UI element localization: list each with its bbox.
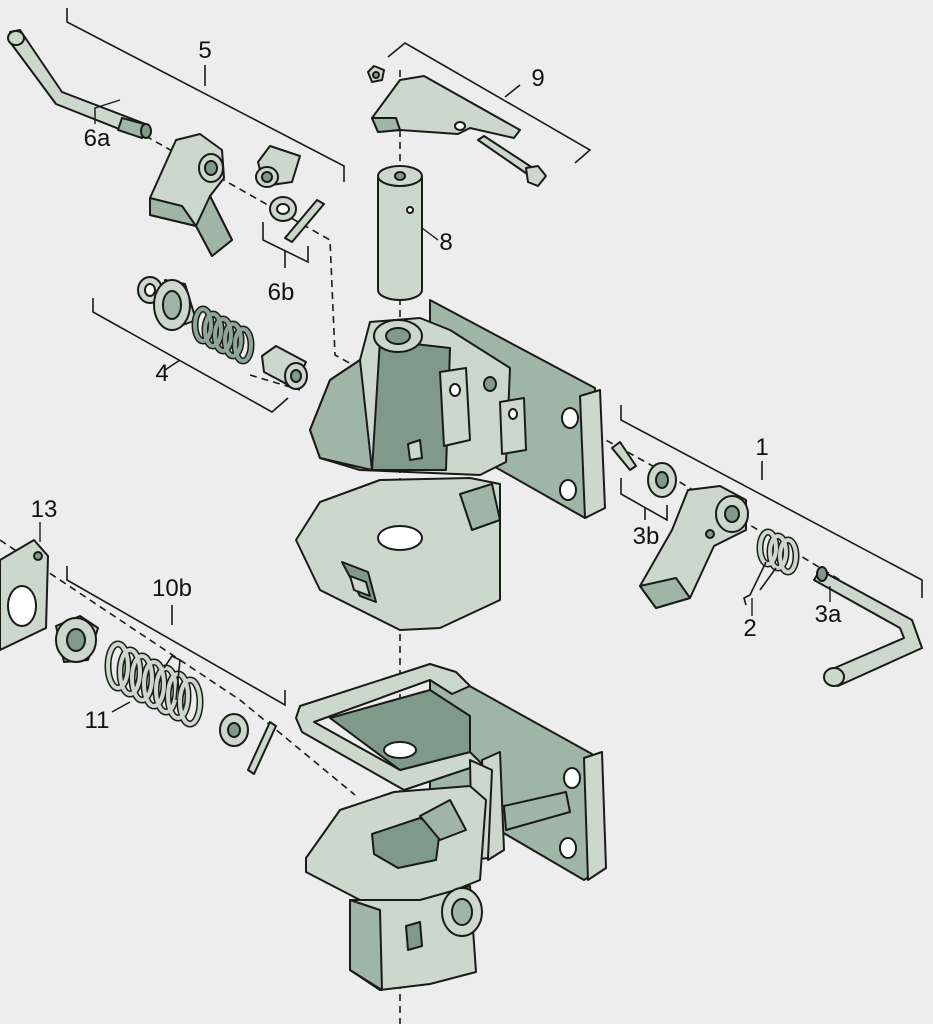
part-6a-rod <box>7 29 152 139</box>
upper-coupling-housing <box>295 299 606 631</box>
part-13-plate <box>0 539 49 651</box>
part-10b-11-spring-set <box>55 615 277 775</box>
part-3b-pin-washer <box>611 441 677 498</box>
callout-1: 1 <box>755 434 768 461</box>
callout-3a: 3a <box>815 601 842 628</box>
callout-6a: 6a <box>84 125 111 152</box>
part-2-torsion-spring <box>743 528 800 606</box>
callout-2: 2 <box>743 615 756 642</box>
callout-labels: 5 6a 9 8 6b 4 1 3b 2 3a 13 10b 11 <box>31 37 842 734</box>
callout-6b: 6b <box>268 279 295 306</box>
part-4-spring-pack <box>137 276 308 390</box>
leader-lines <box>39 99 831 713</box>
part-1-lever <box>639 485 749 609</box>
callout-5: 5 <box>198 37 211 64</box>
part-6b-bushing-washer-pin <box>255 145 325 243</box>
callout-9: 9 <box>531 65 544 92</box>
part-3a-bent-handle <box>813 566 923 687</box>
callout-13: 13 <box>31 496 58 523</box>
lower-coupling-housing <box>295 663 607 991</box>
part-5-lever-housing <box>149 133 233 257</box>
group-brackets <box>66 8 923 707</box>
callout-8: 8 <box>439 229 452 256</box>
callout-11: 11 <box>85 707 110 734</box>
callout-3b: 3b <box>633 523 660 550</box>
callout-10b: 10b <box>152 575 192 602</box>
part-8-coupling-pin <box>377 165 423 301</box>
part-9-latch-and-bolt <box>367 65 547 187</box>
callout-4: 4 <box>155 360 168 387</box>
